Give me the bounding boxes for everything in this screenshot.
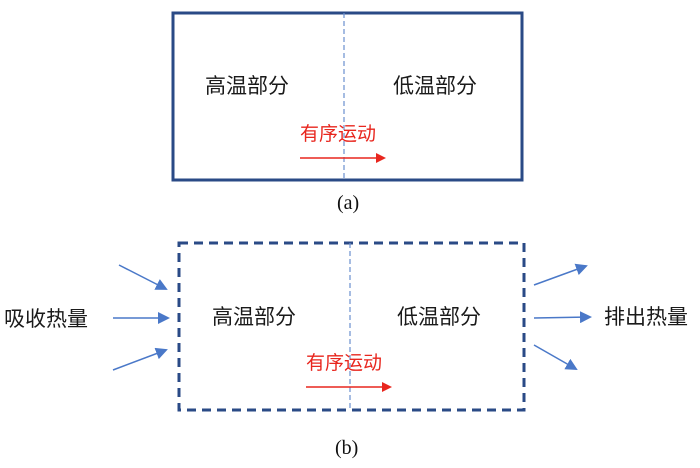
panel-b-high-temp-label: 高温部分 xyxy=(212,305,296,329)
heat-in-arrow-bottom xyxy=(112,347,168,371)
panel-a-low-temp-label: 低温部分 xyxy=(393,74,477,98)
panel-a-motion-label: 有序运动 xyxy=(300,123,377,145)
panel-a-caption: (a) xyxy=(337,192,360,214)
heat-out-arrow-top xyxy=(533,263,588,286)
heat-out-arrow-middle xyxy=(533,311,592,324)
heat-in-label: 吸收热量 xyxy=(4,307,88,331)
panel-b-box xyxy=(177,241,526,412)
panel-b-low-temp-label: 低温部分 xyxy=(397,305,481,329)
heat-out-arrow-bottom xyxy=(533,344,578,370)
panel-a-box xyxy=(171,11,524,182)
panel-a-high-temp-label: 高温部分 xyxy=(205,74,289,98)
heat-in-arrow-top xyxy=(118,264,168,290)
panel-b-motion-label: 有序运动 xyxy=(306,352,383,374)
panel-b-caption: (b) xyxy=(335,437,359,459)
heat-out-label: 排出热量 xyxy=(604,305,688,329)
